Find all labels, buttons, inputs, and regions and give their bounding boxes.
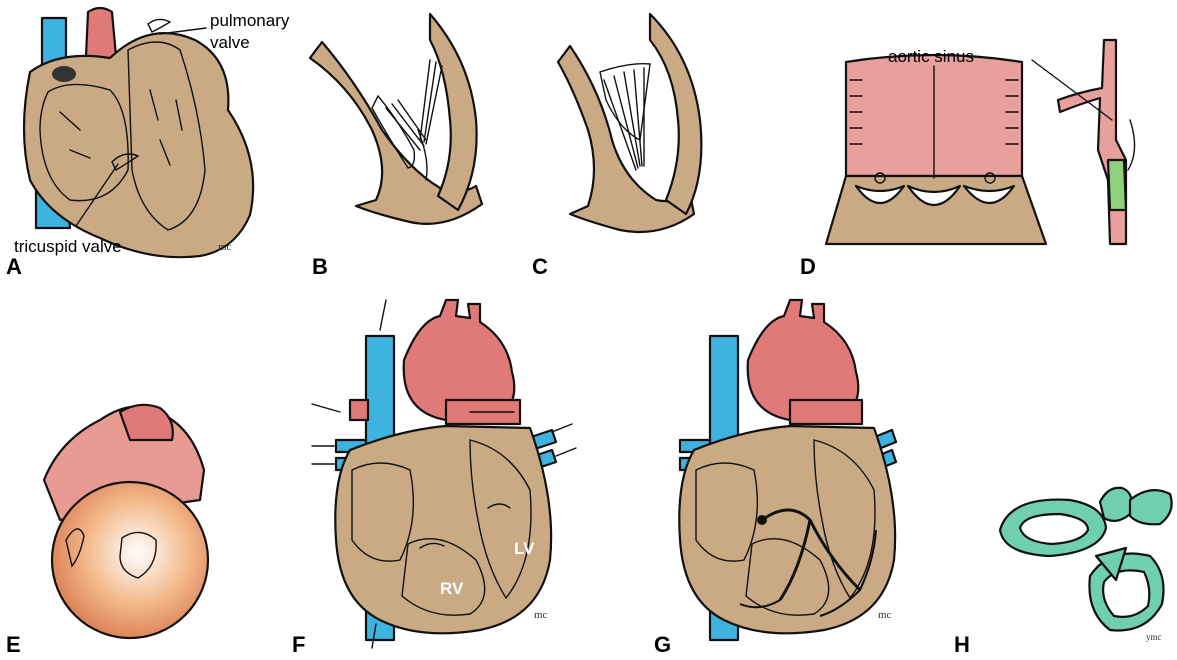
arrow-azygos-out xyxy=(312,404,340,412)
panel-d-aortic-valve: aortic sinus D xyxy=(800,40,1135,279)
leaflet-side-view xyxy=(1128,120,1135,170)
artist-signature: mc xyxy=(878,609,892,621)
panel-h-fibrous-skeleton: ymc H xyxy=(954,488,1172,657)
pulmonary-valve-leader xyxy=(160,28,206,34)
heart-body xyxy=(335,426,551,633)
atrial-orifice xyxy=(52,66,76,82)
aortic-ring xyxy=(1100,488,1132,521)
panel-letter-d: D xyxy=(800,254,816,279)
panel-e-heart-cross-section: E xyxy=(6,405,208,657)
arrow-svc-in xyxy=(380,300,386,330)
panel-letter-a: A xyxy=(6,254,22,279)
ventricular-wall-right xyxy=(430,14,477,210)
panel-letter-h: H xyxy=(954,632,970,657)
panel-letter-g: G xyxy=(654,632,671,657)
panel-letter-c: C xyxy=(532,254,548,279)
aortic-sinus-label: aortic sinus xyxy=(888,47,974,66)
artist-signature: mc xyxy=(534,609,548,621)
panel-f-heart-blood-flow: mc RV LV F xyxy=(292,300,576,657)
panel-letter-e: E xyxy=(6,632,21,657)
lv-label: LV xyxy=(514,539,535,558)
rv-label: RV xyxy=(440,579,464,598)
azygos-stub xyxy=(350,400,368,420)
pulmonary-trunk xyxy=(86,8,116,61)
pulmonary-valve-leaflet xyxy=(148,19,170,32)
arrow-pv-left-in-2 xyxy=(556,448,576,456)
panel-letter-b: B xyxy=(312,254,328,279)
aorta-side-view xyxy=(1058,40,1126,244)
panel-c-valve-closed: C xyxy=(532,14,701,279)
artist-signature: ymc xyxy=(1146,632,1162,642)
ventricular-wall-right xyxy=(650,14,701,214)
pulmonary-valve-label-line2: valve xyxy=(210,33,250,52)
panel-a-heart-section: mc pulmonary valve tricuspid valve A xyxy=(6,8,290,279)
artist-signature: mc xyxy=(218,241,232,253)
pulmonary-ring xyxy=(1130,490,1172,524)
pulmonary-artery-branch xyxy=(790,400,862,424)
fibrous-ring-right xyxy=(1089,554,1163,631)
chordae-tendineae xyxy=(386,60,442,150)
panel-g-conduction-system: mc G xyxy=(654,300,896,657)
panel-b-valve-open: B xyxy=(310,14,482,279)
pulmonary-artery xyxy=(120,405,173,440)
pulmonary-valve-label-line1: pulmonary xyxy=(210,11,290,30)
fibrous-ring-left xyxy=(1000,500,1106,556)
ventricle-side-segment xyxy=(1108,160,1126,210)
panel-letter-f: F xyxy=(292,632,305,657)
arrow-pv-left-in-1 xyxy=(552,424,572,432)
tricuspid-valve-label: tricuspid valve xyxy=(14,237,122,256)
heart-body xyxy=(679,426,895,633)
